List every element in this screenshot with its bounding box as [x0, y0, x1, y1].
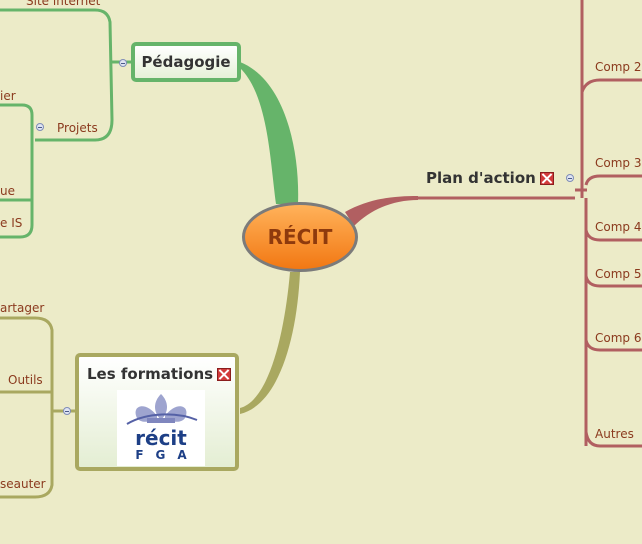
- fleur-de-lis-icon: [126, 394, 198, 425]
- node-pedagogie-title: Pédagogie: [141, 53, 231, 71]
- node-comp-2[interactable]: Comp 2: [595, 60, 642, 74]
- logo-text-main: récit: [135, 426, 187, 450]
- node-pedagogie[interactable]: Pédagogie: [131, 42, 241, 82]
- branch-plan: [345, 196, 418, 226]
- branch-pedagogie: [240, 62, 299, 204]
- flag-icon: [217, 368, 232, 381]
- node-projets-child-1[interactable]: ier: [0, 89, 16, 103]
- node-projets[interactable]: Projets: [57, 121, 98, 135]
- node-site-internet[interactable]: Site internet: [26, 0, 101, 8]
- recit-fga-logo: récit FGA: [117, 390, 205, 466]
- logo-text-sub: FGA: [135, 448, 199, 462]
- collapse-icon[interactable]: [566, 174, 574, 182]
- node-les-formations-title: Les formations: [87, 365, 232, 383]
- node-plan-action[interactable]: Plan d'action: [426, 169, 554, 187]
- node-reseauter[interactable]: seauter: [0, 477, 46, 491]
- node-comp-5[interactable]: Comp 5.: [595, 267, 642, 281]
- central-node[interactable]: RÉCIT: [242, 202, 358, 272]
- collapse-icon[interactable]: [36, 123, 44, 131]
- node-comp-3[interactable]: Comp 3.: [595, 156, 642, 170]
- flag-icon: [539, 172, 554, 185]
- node-projets-child-2[interactable]: ue: [0, 184, 15, 198]
- node-comp-6[interactable]: Comp 6.: [595, 331, 642, 345]
- collapse-icon[interactable]: [63, 407, 71, 415]
- node-partager[interactable]: artager: [0, 301, 45, 315]
- branch-formations: [240, 272, 300, 414]
- node-plan-action-title: Plan d'action: [426, 169, 536, 187]
- central-node-title: RÉCIT: [267, 225, 333, 249]
- node-les-formations[interactable]: Les formations récit FGA: [75, 353, 239, 471]
- node-projets-child-3[interactable]: e IS: [0, 216, 23, 230]
- node-comp-4[interactable]: Comp 4: [595, 220, 642, 234]
- node-outils[interactable]: Outils: [8, 373, 43, 387]
- collapse-icon[interactable]: [119, 59, 127, 67]
- node-autres[interactable]: Autres: [595, 427, 634, 441]
